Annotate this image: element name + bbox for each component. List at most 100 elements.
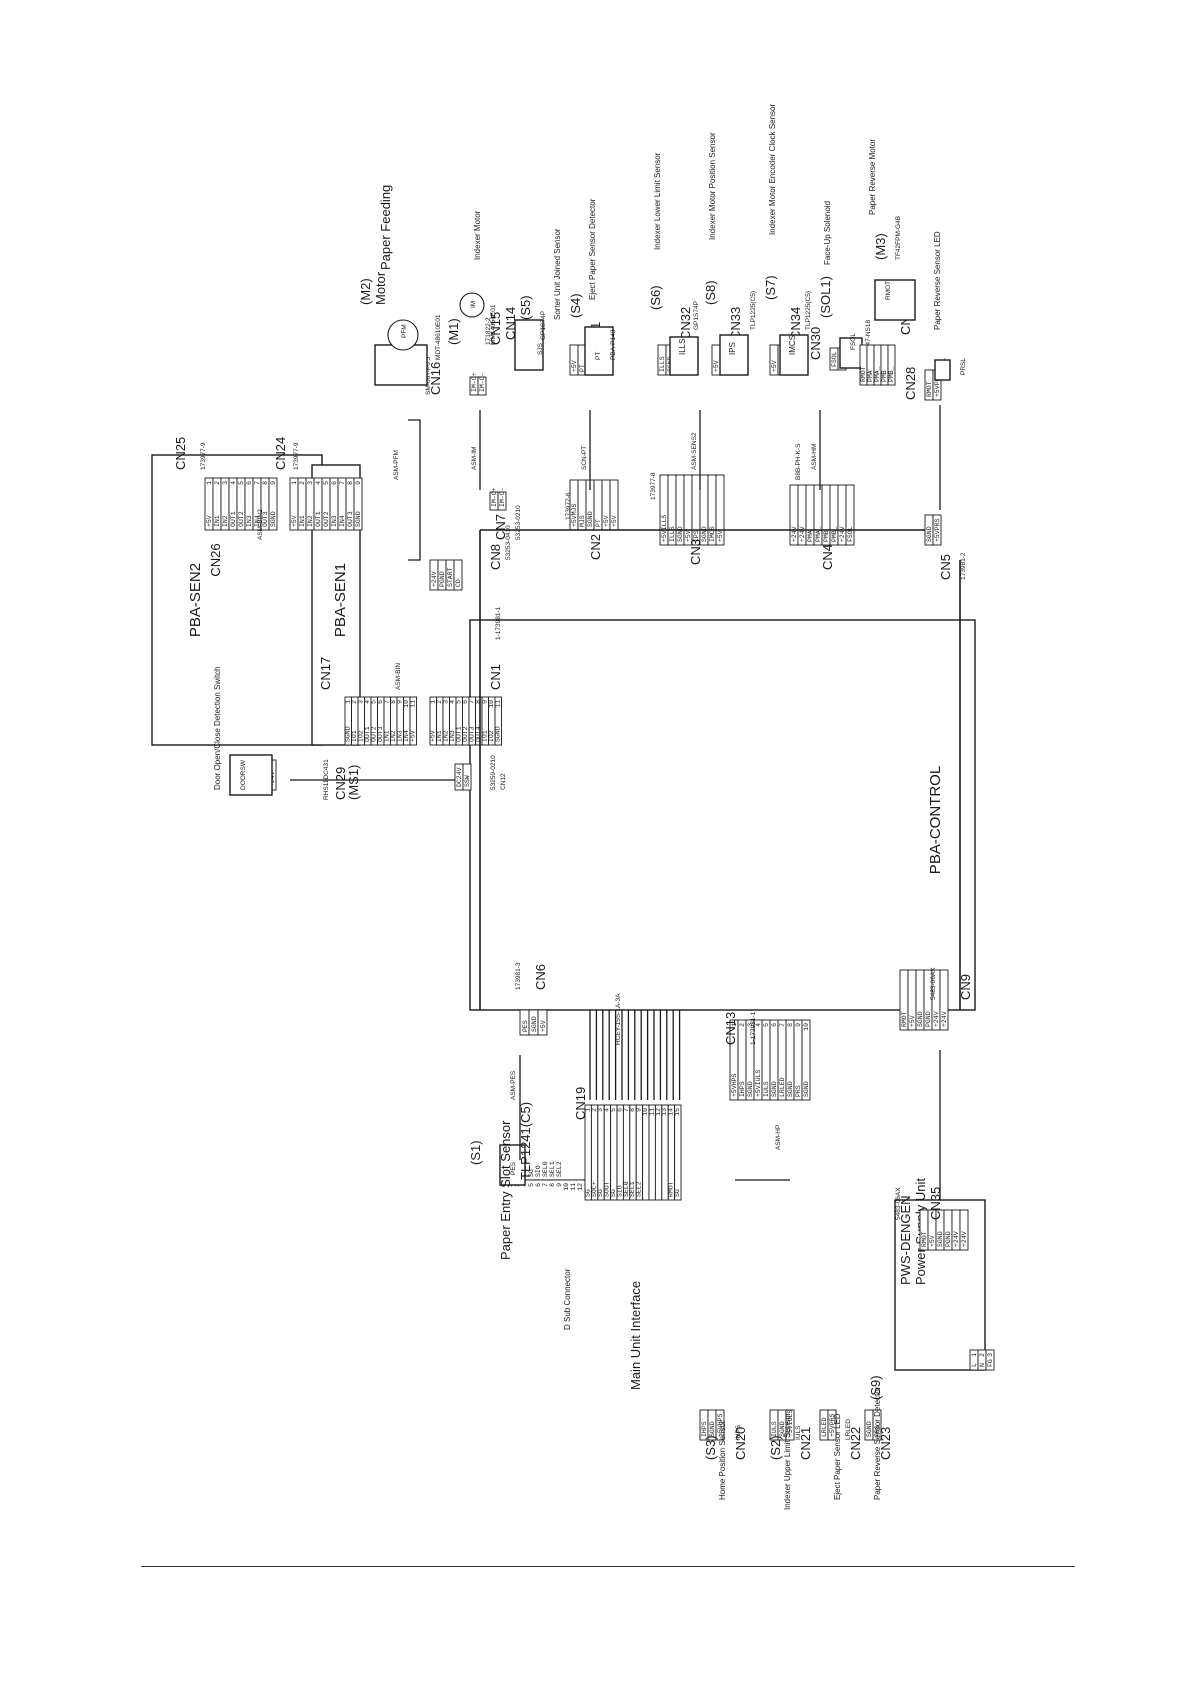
connector-signal: PES: [522, 1020, 529, 1032]
connector-signal: IM-O+: [491, 487, 498, 507]
harness-im: ASM-IM: [471, 447, 478, 470]
connector-signal: IO1: [482, 730, 489, 742]
cn6-label: CN6: [533, 964, 548, 990]
connector-cell: [409, 696, 417, 746]
connector-signal: +5V: [540, 1020, 547, 1032]
connector-pin: 7: [254, 481, 261, 485]
s8-ref: (S8): [703, 280, 718, 305]
harness-pfm: ASM-PFM: [393, 450, 400, 480]
cn17-label: CN17: [318, 657, 333, 690]
connector-pin: 3: [307, 481, 314, 485]
sol1-symbol: FSOL: [850, 333, 857, 350]
connector-pin: 10: [403, 700, 410, 708]
connector-pin: 5: [610, 1108, 617, 1112]
connector-signal: +5VPRS: [934, 518, 941, 542]
m3-symbol: RMOT: [885, 281, 892, 300]
connector-pin: 8: [549, 1183, 556, 1187]
connector-signal: SGND: [787, 1081, 794, 1097]
connector-signal: +5VHPS: [731, 1073, 738, 1097]
connector-cell: [674, 1104, 682, 1201]
connector-cell: [872, 1409, 882, 1441]
connector-signal: IO2: [358, 730, 365, 742]
pba-control-label: PBA-CONTROL: [927, 766, 944, 874]
cn2-part: 173977-6: [565, 492, 572, 520]
connector-pin: 4: [604, 1108, 611, 1112]
m1-part: MM14056E01: [490, 304, 497, 345]
harness-pes: ASM-PES: [510, 1070, 517, 1100]
connector-cell: [801, 1019, 811, 1101]
connector-signal: SG: [528, 1169, 535, 1177]
cn13-part: 1-173981-1: [750, 1011, 757, 1045]
connector-signal: +5V: [929, 1235, 936, 1247]
connector-signal: IN1: [299, 515, 306, 527]
connector-pin: 2: [214, 481, 221, 485]
connector-pin: 8: [475, 700, 482, 704]
s4-ref: (S4): [568, 293, 583, 318]
connector-pin: 6: [462, 700, 469, 704]
pba-control-board: [469, 619, 976, 1011]
connector-cell: [959, 1209, 969, 1251]
connector-signal: IO2: [488, 730, 495, 742]
connector-pin: 5: [323, 481, 330, 485]
connector-pin: 9: [270, 481, 277, 485]
connector-signal: SGND: [803, 1081, 810, 1097]
connector-pin: 6: [771, 1023, 778, 1027]
connector-pin: 14: [668, 1108, 675, 1116]
connector-pin: 2: [591, 1108, 598, 1112]
connector-pin: 10: [488, 700, 495, 708]
connector-pin: 3: [222, 481, 229, 485]
connector-cell: [715, 1409, 725, 1441]
harness-sens2: ASM-SENS2: [691, 432, 698, 470]
connector-signal: SGND: [701, 526, 708, 542]
connector-pin: 3: [747, 1023, 754, 1027]
connector-pin: 6: [535, 1183, 542, 1187]
connector-signal: PT: [595, 519, 602, 527]
connector-signal: SGND: [355, 511, 362, 527]
connector-signal: IN3: [397, 730, 404, 742]
connector-pin: 6: [616, 1108, 623, 1112]
sol1-ref: (SOL1): [818, 276, 833, 318]
connector-cell: [537, 1009, 548, 1036]
connector-signal: IN3: [449, 730, 456, 742]
harness-hm: ASM-HM: [811, 444, 818, 470]
connector-signal: RMOT: [921, 1231, 928, 1247]
prs-led-label: Paper Reverse Sensor LED: [933, 231, 942, 330]
connector-signal: IN4: [403, 730, 410, 742]
cn13-block: +5VHPS1IHPS2SGND3+5VIULS4IULS5SGND6LRLED…: [729, 1019, 811, 1101]
cn30-part: G-1047-NS18: [865, 320, 872, 360]
connector-signal: IHPS: [739, 1081, 746, 1097]
connector-signal: ILLS: [669, 526, 676, 542]
connector-signal: +5VHPS: [717, 1413, 724, 1437]
cn9-label: CN9: [958, 974, 973, 1000]
connector-pin: 8: [347, 481, 354, 485]
connector-signal: +5VIULS: [755, 1070, 762, 1097]
harness-bin: ASM-BIN: [395, 663, 402, 690]
connector-signal: +24V: [799, 526, 806, 542]
connector-signal: PMB_: [888, 366, 895, 382]
connector-pin: 11: [570, 1183, 577, 1191]
s8-label: Indexer Motor Position Sensor: [708, 132, 717, 240]
connector-signal: +5VIULS: [787, 1410, 794, 1437]
footer-rule: [141, 1566, 1075, 1567]
cn15-label: CN15: [488, 312, 503, 345]
connector-cell: [648, 1104, 656, 1201]
connector-signal: SGND: [587, 511, 594, 527]
connector-signal: +5VMJS: [571, 503, 578, 527]
m1-motor-icon: [459, 292, 485, 318]
s7-symbol: IMCS: [788, 335, 797, 355]
connector-signal: SGND: [866, 1421, 873, 1437]
connector-pin: 5: [371, 700, 378, 704]
connector-cell: [477, 376, 487, 396]
s6-label: Indexer Lower Limit Sensor: [653, 152, 662, 250]
connector-signal: +5V: [909, 1015, 916, 1027]
connector-signal: SOUT: [604, 1181, 611, 1197]
cn27-part: TF42FPM-G4B: [895, 216, 902, 260]
connector-signal: LRLED: [779, 1077, 786, 1097]
connector-signal: +24V: [941, 1011, 948, 1027]
connector-signal: +5VPRS: [934, 373, 941, 397]
